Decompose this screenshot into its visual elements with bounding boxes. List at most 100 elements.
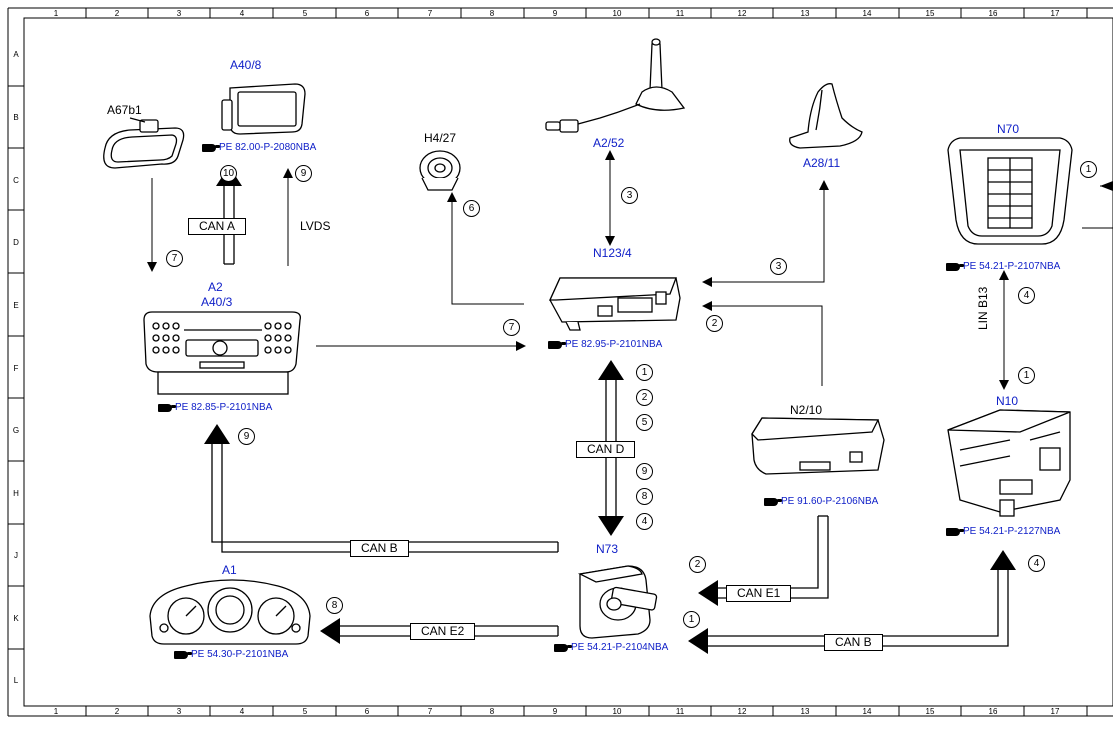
fusebox-n10-drawing — [947, 409, 1071, 517]
ref-text-n70: PE 54.21-P-2107NBA — [963, 261, 1061, 272]
label-n73: N73 — [596, 542, 619, 556]
bus-label-can-e2: CAN E2 — [410, 623, 476, 640]
grid-row-k: K — [13, 614, 19, 623]
ref-link-a1[interactable]: PE 54.30-P-2101NBA — [174, 649, 288, 660]
ref-text-n73: PE 54.21-P-2104NBA — [571, 642, 669, 653]
pointing-hand-icon — [554, 643, 572, 652]
grid-col-11-bottom: 11 — [675, 707, 685, 716]
signal-number: 8 — [326, 597, 343, 614]
ref-link-n10[interactable]: PE 54.21-P-2127NBA — [946, 526, 1060, 537]
bus-label-can-b-right: CAN B — [824, 634, 883, 651]
grid-col-7: 7 — [427, 9, 433, 18]
bus-label-lvds: LVDS — [300, 219, 331, 233]
display-a40-8-drawing — [221, 83, 306, 135]
pointing-hand-icon — [946, 262, 964, 271]
grid-col-3-bottom: 3 — [176, 707, 182, 716]
label-a2-52: A2/52 — [593, 136, 625, 150]
fin-antenna-a28-11-drawing — [789, 83, 863, 149]
signal-number: 1 — [1080, 161, 1097, 178]
ref-text-a40-8: PE 82.00-P-2080NBA — [219, 142, 317, 153]
grid-col-7-bottom: 7 — [427, 707, 433, 716]
signal-number: 2 — [636, 389, 653, 406]
ref-link-a2[interactable]: PE 82.85-P-2101NBA — [158, 402, 272, 413]
grid-col-17: 17 — [1050, 9, 1060, 18]
grid-col-2: 2 — [114, 9, 120, 18]
label-h4-27: H4/27 — [424, 131, 457, 145]
signal-number: 10 — [220, 165, 237, 182]
grid-col-13-bottom: 13 — [800, 707, 810, 716]
label-a40-3: A40/3 — [201, 295, 233, 309]
signal-number: 3 — [621, 187, 638, 204]
label-a67b1: A67b1 — [107, 103, 142, 117]
signal-number: 6 — [463, 200, 480, 217]
ref-text-n2-10: PE 91.60-P-2106NBA — [781, 496, 879, 507]
label-a1: A1 — [222, 563, 237, 577]
signal-number: 1 — [636, 364, 653, 381]
grid-col-1: 1 — [53, 9, 59, 18]
radio-a2-drawing — [143, 311, 301, 395]
grid-col-14: 14 — [862, 9, 872, 18]
ref-link-n2-10[interactable]: PE 91.60-P-2106NBA — [764, 496, 878, 507]
signal-number: 9 — [636, 463, 653, 480]
grid-col-12: 12 — [737, 9, 747, 18]
label-a2: A2 — [208, 280, 223, 294]
grid-row-c: C — [13, 176, 19, 185]
grid-col-6: 6 — [364, 9, 370, 18]
grid-row-j: J — [14, 551, 18, 560]
grid-col-8-bottom: 8 — [489, 707, 495, 716]
mirror-a67b1-drawing — [103, 117, 185, 169]
bus-label-can-d: CAN D — [576, 441, 636, 458]
signal-number: 4 — [636, 513, 653, 530]
label-a28-11: A28/11 — [803, 156, 841, 170]
pointing-hand-icon — [946, 527, 964, 536]
bus-label-can-a: CAN A — [188, 218, 247, 235]
grid-col-10: 10 — [612, 9, 622, 18]
grid-col-5-bottom: 5 — [302, 707, 308, 716]
overhead-panel-n70-drawing — [947, 137, 1073, 245]
label-n10: N10 — [996, 394, 1019, 408]
ref-link-n70[interactable]: PE 54.21-P-2107NBA — [946, 261, 1060, 272]
grid-col-2-bottom: 2 — [114, 707, 120, 716]
grid-col-3: 3 — [176, 9, 182, 18]
grid-col-14-bottom: 14 — [862, 707, 872, 716]
ref-text-n10: PE 54.21-P-2127NBA — [963, 526, 1061, 537]
grid-col-8: 8 — [489, 9, 495, 18]
bus-label-can-e1: CAN E1 — [726, 585, 792, 602]
module-n2-10-drawing — [751, 417, 885, 475]
grid-col-1-bottom: 1 — [53, 707, 59, 716]
speaker-h4-27-drawing — [419, 150, 461, 191]
signal-number: 9 — [238, 428, 255, 445]
grid-col-4-bottom: 4 — [239, 707, 245, 716]
grid-col-5: 5 — [302, 9, 308, 18]
grid-row-l: L — [13, 676, 19, 685]
signal-number: 1 — [1018, 367, 1035, 384]
grid-col-10-bottom: 10 — [612, 707, 622, 716]
label-a40-8: A40/8 — [230, 58, 262, 72]
grid-col-16: 16 — [988, 9, 998, 18]
signal-number: 2 — [689, 556, 706, 573]
pointing-hand-icon — [158, 403, 176, 412]
grid-row-e: E — [13, 301, 19, 310]
signal-number: 7 — [503, 319, 520, 336]
bus-label-can-b-left: CAN B — [350, 540, 409, 557]
ref-link-n73[interactable]: PE 54.21-P-2104NBA — [554, 642, 668, 653]
ref-text-n123-4: PE 82.95-P-2101NBA — [565, 339, 663, 350]
module-n123-4-drawing — [548, 277, 681, 331]
ref-text-a1: PE 54.30-P-2101NBA — [191, 649, 289, 660]
signal-number: 1 — [683, 611, 700, 628]
ref-link-a40-8[interactable]: PE 82.00-P-2080NBA — [202, 142, 316, 153]
pointing-hand-icon — [764, 497, 782, 506]
bus-arrowheads — [204, 166, 1016, 654]
grid-col-4: 4 — [239, 9, 245, 18]
ref-link-n123-4[interactable]: PE 82.95-P-2101NBA — [548, 339, 662, 350]
antenna-a2-52-drawing — [545, 38, 686, 133]
pointing-hand-icon — [548, 340, 566, 349]
diagram-frame — [23, 17, 1113, 707]
grid-row-h: H — [13, 489, 19, 498]
grid-col-16-bottom: 16 — [988, 707, 998, 716]
grid-row-d: D — [13, 238, 19, 247]
signal-number: 2 — [706, 315, 723, 332]
ignition-switch-n73-drawing — [577, 565, 658, 639]
grid-row-f: F — [13, 364, 19, 373]
